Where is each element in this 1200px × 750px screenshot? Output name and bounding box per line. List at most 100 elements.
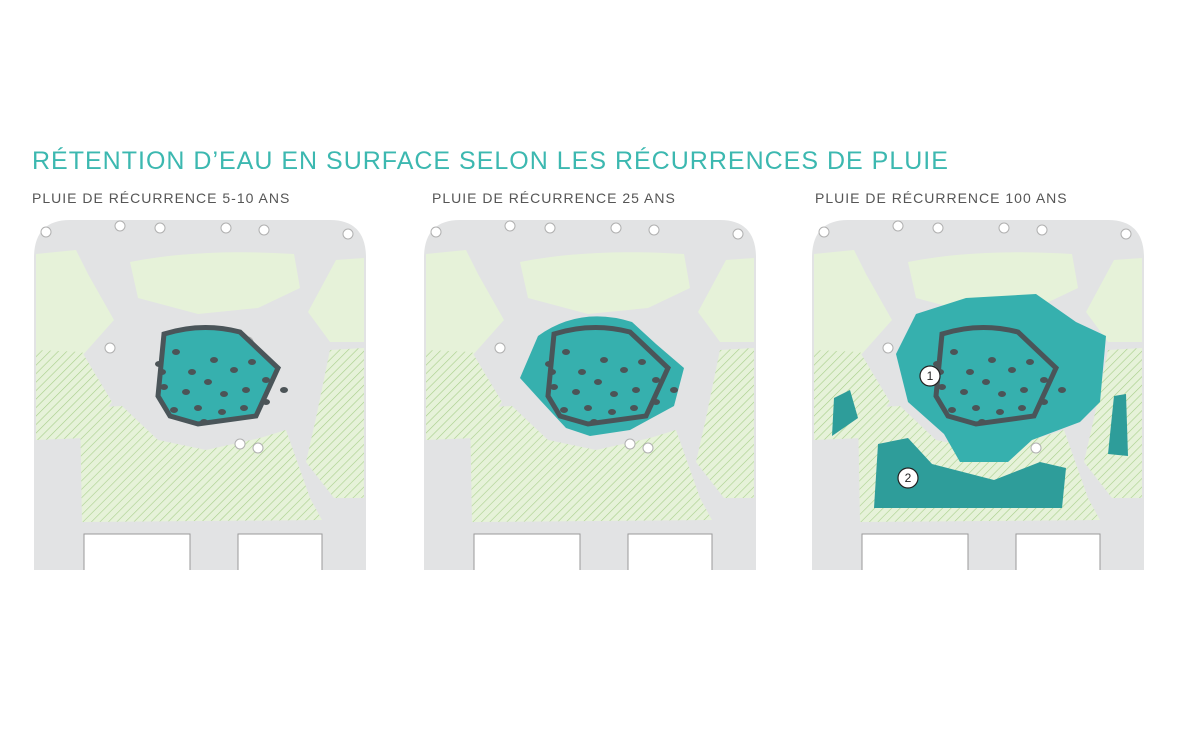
rock [950, 349, 958, 355]
tree-marker [642, 442, 654, 454]
rock [652, 377, 660, 383]
rock [988, 357, 996, 363]
page-title: RÉTENTION D’EAU EN SURFACE SELON LES RÉC… [32, 147, 949, 175]
building-right [1015, 533, 1101, 570]
rock [548, 369, 556, 375]
rock [182, 389, 190, 395]
rock [578, 369, 586, 375]
tree-marker [104, 342, 116, 354]
rock [1026, 359, 1034, 365]
rock [1058, 387, 1066, 393]
building-right [627, 533, 713, 570]
rock [594, 379, 602, 385]
tree-marker [154, 222, 166, 234]
hatched-area-south [470, 406, 712, 522]
rock [188, 369, 196, 375]
panel-label-100: PLUIE DE RÉCURRENCE 100 ANS [815, 190, 1068, 206]
tree-marker [998, 222, 1010, 234]
rock [996, 409, 1004, 415]
rock [1018, 405, 1026, 411]
tree-marker [234, 438, 246, 450]
rock [280, 387, 288, 393]
tree-marker [430, 226, 442, 238]
water-pocket-west [832, 390, 858, 436]
rock [948, 407, 956, 413]
rock [938, 384, 946, 390]
rock [200, 419, 208, 425]
building-left [83, 533, 191, 570]
rock [262, 399, 270, 405]
tree-marker [732, 228, 744, 240]
rock [248, 359, 256, 365]
tree-marker [1030, 442, 1042, 454]
rock [172, 349, 180, 355]
tree-marker [1036, 224, 1048, 236]
tree-marker [624, 438, 636, 450]
tree-marker [342, 228, 354, 240]
tree-marker [220, 222, 232, 234]
rock [1040, 399, 1048, 405]
hatched-area-east [696, 348, 754, 498]
tree-marker [610, 222, 622, 234]
rock [670, 387, 678, 393]
rock [218, 409, 226, 415]
rock [608, 409, 616, 415]
rock [632, 387, 640, 393]
tree-marker [882, 342, 894, 354]
rock [960, 389, 968, 395]
rock [978, 419, 986, 425]
rock [545, 361, 553, 367]
rock [600, 357, 608, 363]
green-area-ne [1086, 258, 1142, 342]
green-area-north [520, 252, 690, 314]
rock [972, 405, 980, 411]
hatched-area-east [306, 348, 364, 498]
green-area-ne [698, 258, 754, 342]
rock [204, 379, 212, 385]
rock [610, 391, 618, 397]
rock [966, 369, 974, 375]
hatched-area-south [80, 406, 322, 522]
rain-garden-basin [155, 324, 282, 427]
site-plan-100-years: 12 [812, 220, 1144, 570]
rock [982, 379, 990, 385]
rock [572, 389, 580, 395]
rain-garden-basin [545, 324, 672, 427]
rock [998, 391, 1006, 397]
rock [155, 361, 163, 367]
rock [1020, 387, 1028, 393]
rock [158, 369, 166, 375]
rock [562, 349, 570, 355]
tree-marker [258, 224, 270, 236]
zone-marker-2 [897, 467, 919, 489]
site-plan-25-years [424, 220, 756, 570]
tree-marker [504, 220, 516, 232]
rock [240, 405, 248, 411]
tree-marker [1120, 228, 1132, 240]
tree-marker [494, 342, 506, 354]
water-retention-zone-2 [874, 438, 1066, 508]
tree-marker [40, 226, 52, 238]
tree-marker [544, 222, 556, 234]
rock [230, 367, 238, 373]
building-right [237, 533, 323, 570]
tree-marker [648, 224, 660, 236]
panel-label-25: PLUIE DE RÉCURRENCE 25 ANS [432, 190, 676, 206]
rock [584, 405, 592, 411]
tree-marker [818, 226, 830, 238]
green-area-nw [36, 250, 114, 358]
rock [170, 407, 178, 413]
zone-marker-label-2: 2 [905, 471, 912, 485]
green-area-nw [814, 250, 892, 358]
rock [210, 357, 218, 363]
tree-marker [252, 442, 264, 454]
green-area-ne [308, 258, 364, 342]
green-area-nw [426, 250, 504, 358]
building-left [861, 533, 969, 570]
rain-garden-basin [933, 324, 1060, 427]
rock [638, 359, 646, 365]
tree-marker [932, 222, 944, 234]
rock [620, 367, 628, 373]
tree-marker [892, 220, 904, 232]
building-left [473, 533, 581, 570]
